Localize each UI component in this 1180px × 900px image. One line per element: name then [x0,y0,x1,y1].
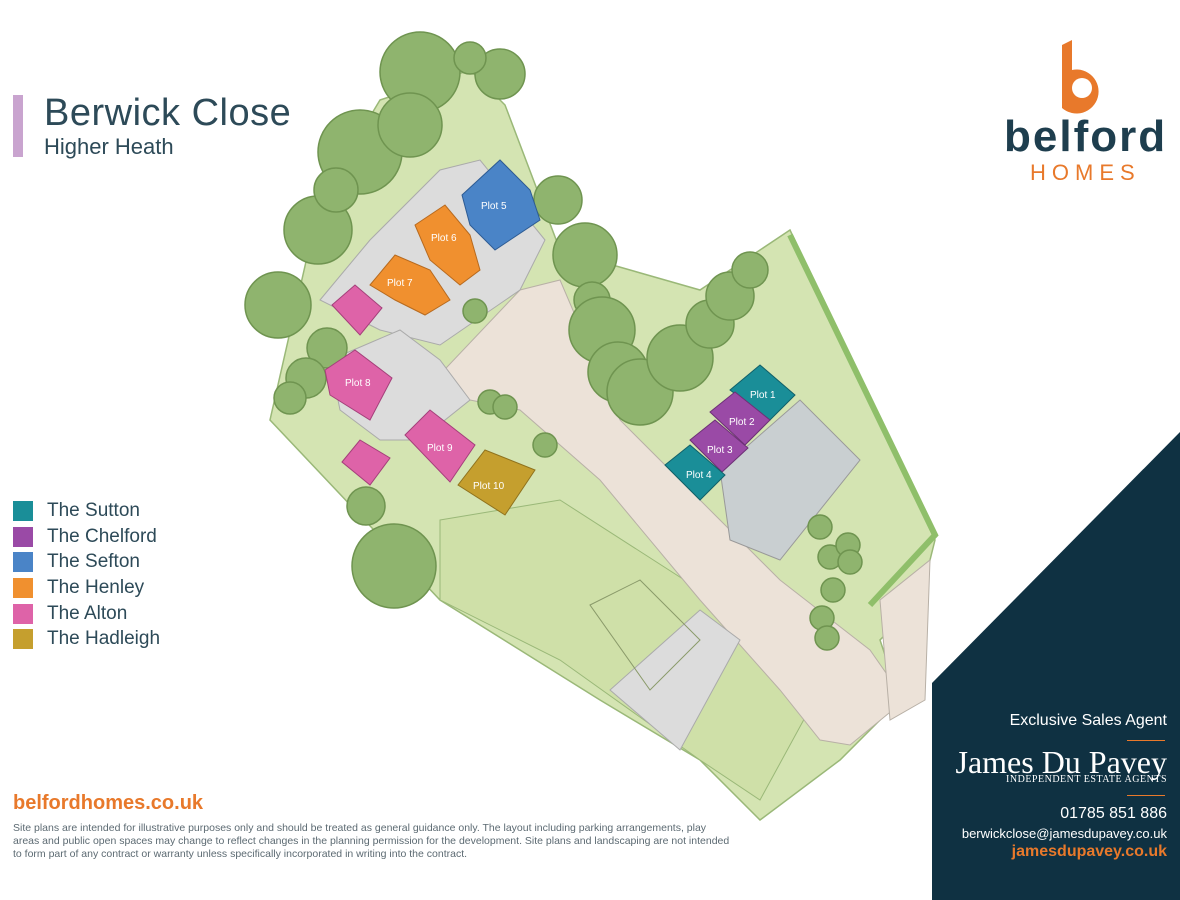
plot-2-house [709,391,771,446]
legend-label: The Sefton [47,551,140,573]
house-type-legend: The Sutton The Chelford The Sefton The H… [13,498,160,652]
legend-item-sutton: The Sutton [13,498,160,524]
legend-swatch [13,552,33,573]
plot-6-house [414,204,481,286]
brand-name: belford [1004,112,1168,161]
plot-label-2: Plot 2 [729,417,755,428]
lower-field [439,499,821,801]
agent-website-link[interactable]: jamesdupavey.co.uk [1011,843,1167,860]
legend-item-chelford: The Chelford [13,524,160,550]
plot-5-house [461,159,541,251]
road-extension [879,558,931,721]
page-subtitle: Higher Heath [44,134,174,159]
plot-label-3: Plot 3 [707,445,733,456]
title-accent-bar [13,95,23,157]
legend-label: The Hadleigh [47,628,161,650]
plot-label-9: Plot 9 [427,443,453,454]
plot-label-8: Plot 8 [345,378,371,389]
belford-website-link[interactable]: belfordhomes.co.uk [13,792,204,814]
belford-logo-icon [1062,40,1099,114]
legend-swatch [13,526,33,547]
plot-label-5: Plot 5 [481,201,507,212]
agent-phone[interactable]: 01785 851 886 [1060,805,1167,822]
agent-heading: Exclusive Sales Agent [1009,712,1167,729]
plot-label-10: Plot 10 [473,481,505,492]
plot-label-7: Plot 7 [387,278,413,289]
alton-house-north [331,284,383,336]
plot-9-house [404,409,476,483]
plot-houses [324,159,796,516]
disclaimer-text: Site plans are intended for illustrative… [13,822,730,860]
legend-item-alton: The Alton [13,601,160,627]
legend-label: The Chelford [47,525,157,547]
existing-building [589,579,701,691]
agent-tagline: INDEPENDENT ESTATE AGENTS [1006,774,1167,785]
agent-divider-top [1127,740,1165,741]
agent-name: James Du Pavey [955,744,1167,780]
legend-item-henley: The Henley [13,575,160,601]
brand-sub: HOMES [1030,160,1141,185]
trees [244,31,863,651]
agent-divider-bottom [1127,795,1165,796]
plot-3-house [689,419,749,473]
legend-item-hadleigh: The Hadleigh [13,626,160,652]
legend-swatch [13,629,33,650]
plot-10-house [457,449,536,516]
hedge-east [787,233,939,608]
driveway-lower [609,609,741,751]
plot-7-house [369,254,451,316]
legend-swatch [13,577,33,598]
plot-4-house [664,444,726,501]
legend-label: The Alton [47,602,128,624]
legend-swatch [13,603,33,624]
legend-swatch [13,500,33,521]
legend-label: The Sutton [47,499,140,521]
legend-item-sefton: The Sefton [13,549,160,575]
legend-label: The Henley [47,576,145,598]
page-title: Berwick Close [44,92,292,134]
agent-email[interactable]: berwickclose@jamesdupavey.co.uk [961,826,1167,841]
plot-label-4: Plot 4 [686,470,712,481]
plot-8-house [324,349,393,421]
alton-house-south [341,439,391,486]
plot-label-1: Plot 1 [750,390,776,401]
plot-label-6: Plot 6 [431,233,457,244]
parking-east [719,399,861,561]
